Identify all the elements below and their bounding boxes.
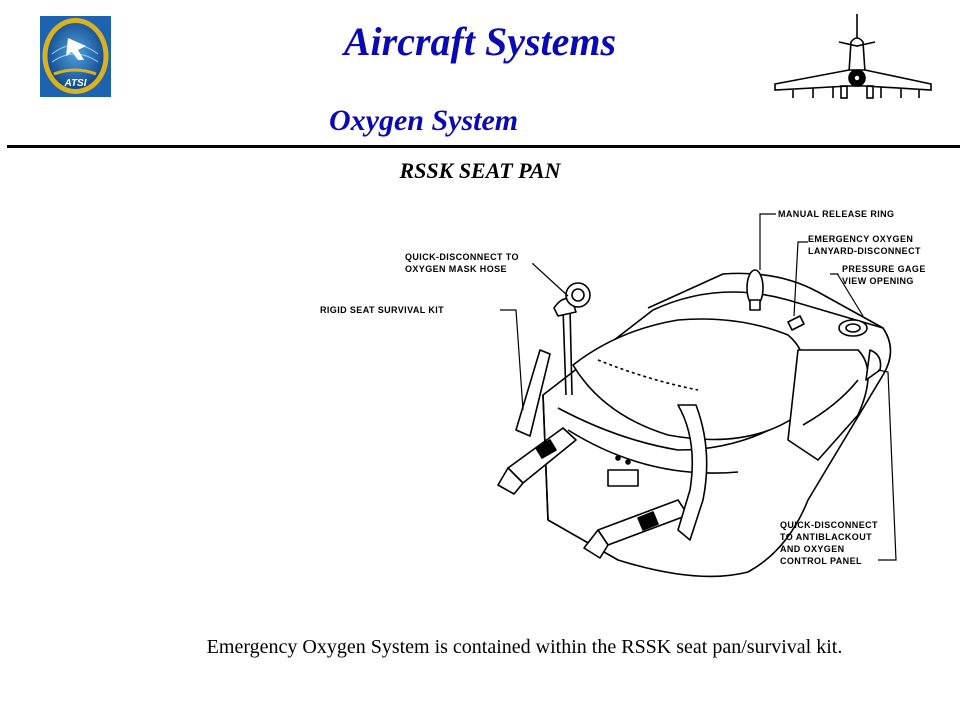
label-pressure-gage-2: VIEW OPENING xyxy=(842,276,914,286)
rear-lid xyxy=(647,272,884,329)
right-buckle xyxy=(637,511,659,531)
label-pressure-gage-1: PRESSURE GAGE xyxy=(842,264,926,274)
label-mask-hose-1: QUICK-DISCONNECT TO xyxy=(405,252,519,262)
caption: Emergency Oxygen System is contained wit… xyxy=(206,636,843,658)
label-manual-release-ring: MANUAL RELEASE RING xyxy=(778,209,894,219)
jet-icon xyxy=(66,38,86,60)
label-antiblackout-1: QUICK-DISCONNECT xyxy=(780,520,878,530)
label-emergency-oxygen-2: LANYARD-DISCONNECT xyxy=(808,246,921,256)
label-rigid-seat-kit: RIGID SEAT SURVIVAL KIT xyxy=(320,305,444,315)
logo-text: ATSI xyxy=(63,78,86,89)
page-subtitle: Oxygen System xyxy=(329,104,519,137)
mask-hose-connector xyxy=(562,307,567,396)
section-title: RSSK SEAT PAN xyxy=(399,158,561,183)
label-antiblackout-2: TO ANTIBLACKOUT xyxy=(780,532,872,542)
aircraft-icon xyxy=(774,14,932,99)
side-pack xyxy=(787,349,869,461)
label-emergency-oxygen-1: EMERGENCY OXYGEN xyxy=(808,234,913,244)
page-title: Aircraft Systems xyxy=(343,19,617,64)
header-divider xyxy=(7,145,960,148)
lanyard-disconnect xyxy=(787,315,805,331)
label-mask-hose-2: OXYGEN MASK HOSE xyxy=(405,264,507,274)
left-buckle xyxy=(535,439,557,459)
label-antiblackout-4: CONTROL PANEL xyxy=(780,556,862,566)
label-antiblackout-3: AND OXYGEN xyxy=(780,544,845,554)
harness-strap xyxy=(677,404,708,541)
front-panel xyxy=(607,469,639,487)
rssk-seat-pan-diagram: MANUAL RELEASE RING EMERGENCY OXYGEN LAN… xyxy=(320,209,926,578)
atsi-logo: ATSI xyxy=(40,16,111,97)
